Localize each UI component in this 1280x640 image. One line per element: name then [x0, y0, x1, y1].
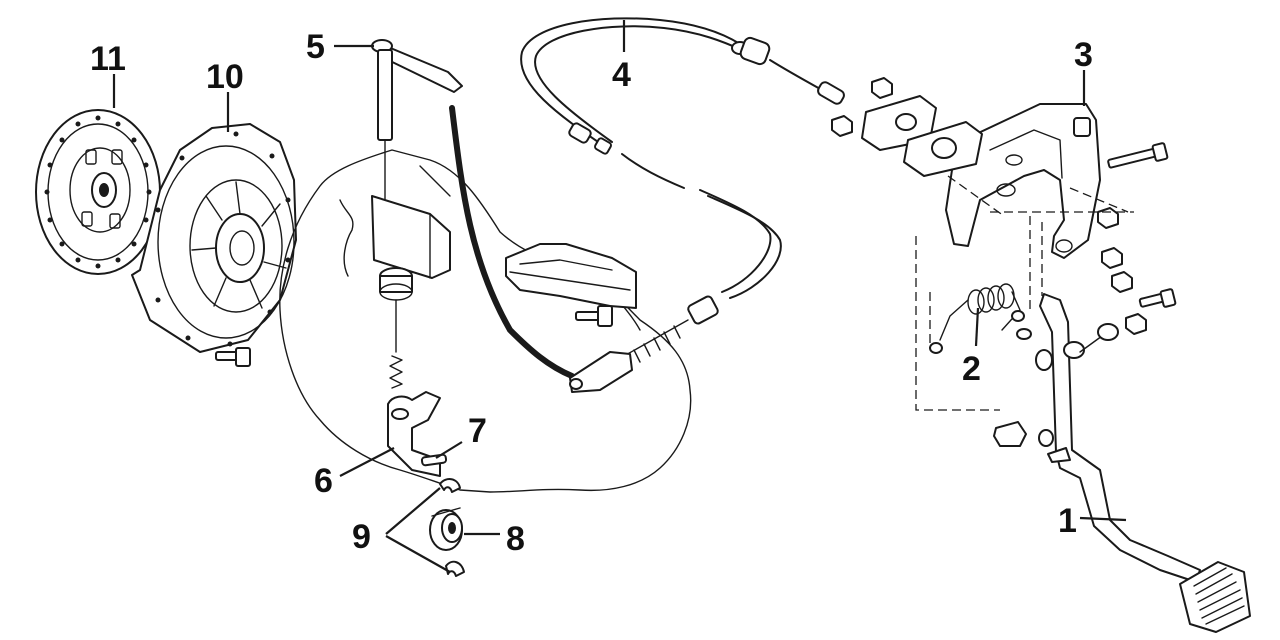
- clutch-pedal: [1039, 293, 1201, 583]
- bracket-bolts: [1107, 142, 1177, 308]
- pedal-bracket: [945, 103, 1101, 259]
- release-fork: [387, 391, 441, 477]
- release-fork-shaft: [371, 39, 463, 279]
- callout-labels: 11 10 5 4 3 2 1 6 7 8 9: [90, 28, 1093, 558]
- callout-9: 9: [352, 518, 371, 556]
- release-bearing: [429, 507, 463, 551]
- callout-2: 2: [962, 350, 981, 388]
- pedal-bushings: [993, 310, 1054, 447]
- bracket-nuts: [831, 77, 1147, 335]
- callout-3: 3: [1074, 36, 1093, 74]
- cable-routing-arc: [449, 105, 575, 379]
- assembly-guide-lines: [915, 175, 1134, 411]
- clutch-disc: [35, 109, 161, 275]
- pedal-return-spring: [929, 283, 1021, 354]
- pressure-plate-bolt: [215, 347, 251, 367]
- mounting-gasket: [861, 95, 983, 177]
- callout-11: 11: [90, 40, 126, 78]
- bearing-clips: [439, 478, 465, 577]
- callout-1: 1: [1058, 502, 1077, 540]
- callout-7: 7: [468, 412, 487, 450]
- pedal-pad: [1179, 561, 1251, 633]
- shaft-bushing: [379, 267, 413, 301]
- lever-bolt: [575, 305, 613, 327]
- callout-4: 4: [612, 56, 631, 94]
- retaining-clip: [420, 453, 448, 467]
- callout-8: 8: [506, 520, 525, 558]
- leader-lines: [112, 20, 1127, 573]
- callout-10: 10: [206, 58, 244, 96]
- pressure-plate: [131, 123, 297, 353]
- callout-5: 5: [306, 28, 325, 66]
- clutch-release-lever: [505, 243, 637, 309]
- clutch-cable: [520, 17, 845, 393]
- callout-6: 6: [314, 462, 333, 500]
- return-spring: [389, 299, 403, 389]
